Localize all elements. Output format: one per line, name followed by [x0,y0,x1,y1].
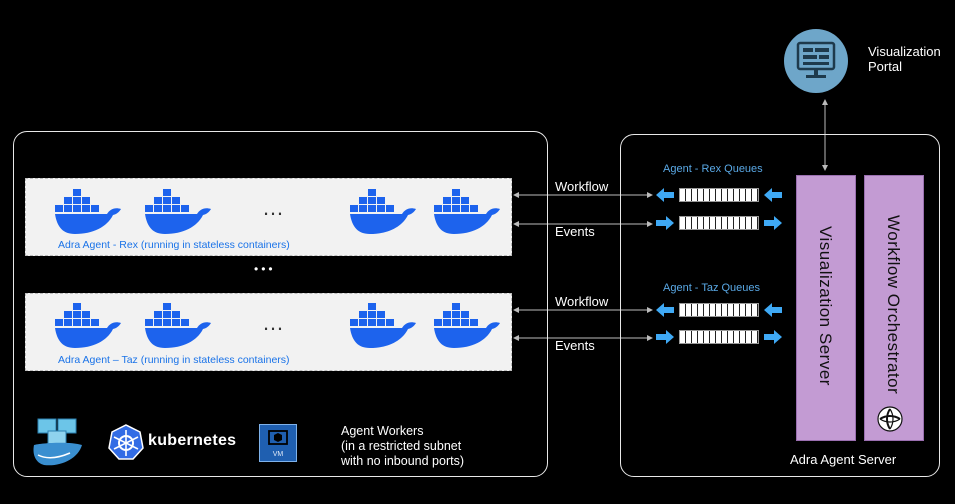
left-arrow-icon [764,303,782,317]
vm-label: VM [272,451,284,458]
workflow-orchestrator-label: Workflow Orchestrator [884,215,903,395]
portal-label-line2: Portal [868,59,902,74]
taz-workflow-queue [679,303,759,317]
right-arrow-icon [764,330,782,344]
agent-workers-caption: Agent Workers (in a restricted subnet wi… [341,424,464,469]
rex-band-label: Adra Agent - Rex (running in stateless c… [58,239,290,251]
visualization-portal-icon [784,29,848,93]
docker-whale-icon [55,297,125,349]
docker-whale-icon [350,183,420,235]
taz-queues-title: Agent - Taz Queues [663,282,761,294]
rex-workflow-label: Workflow [555,179,609,194]
docker-whale-icon [55,183,125,235]
workflow-orchestrator-box [864,175,924,441]
portal-label: Visualization Portal [868,44,941,74]
docker-whale-icon [350,297,420,349]
left-arrow-icon [656,303,674,317]
agent-workers-caption-line1: Agent Workers [341,424,424,438]
left-arrow-icon [764,188,782,202]
more-agents-ellipsis: ••• [254,262,276,276]
agent-workers-caption-line2: (in a restricted subnet [341,439,462,453]
right-arrow-icon [764,216,782,230]
rex-workflow-queue [679,188,759,202]
orchestrator-logo-icon [877,406,903,432]
rex-queues-title: Agent - Rex Queues [663,163,763,175]
docker-whale-icon [434,183,504,235]
taz-band-label: Adra Agent – Taz (running in stateless c… [58,354,290,366]
taz-events-label: Events [555,338,595,353]
docker-whale-icon [145,297,215,349]
agent-server-footer: Adra Agent Server [790,452,897,467]
agent-workers-caption-line3: with no inbound ports) [341,454,464,468]
visualization-server-label: Visualization Server [816,226,835,386]
taz-workflow-label: Workflow [555,294,609,309]
visualization-server-box [796,175,856,441]
docker-stack-icon [33,418,82,466]
right-arrow-icon [656,330,674,344]
ellipsis: … [262,195,285,220]
taz-events-queue [679,330,759,344]
agent-workers-panel [13,131,548,477]
docker-whale-icon [145,183,215,235]
ellipsis: … [262,310,285,335]
vm-icon: VM [259,424,297,462]
portal-label-line1: Visualization [868,44,941,59]
kubernetes-label: kubernetes [148,432,237,449]
rex-events-label: Events [555,224,595,239]
docker-whale-icon [434,297,504,349]
rex-events-queue [679,216,759,230]
kubernetes-icon [108,424,144,460]
left-arrow-icon [656,188,674,202]
agent-server-panel [620,134,940,477]
right-arrow-icon [656,216,674,230]
